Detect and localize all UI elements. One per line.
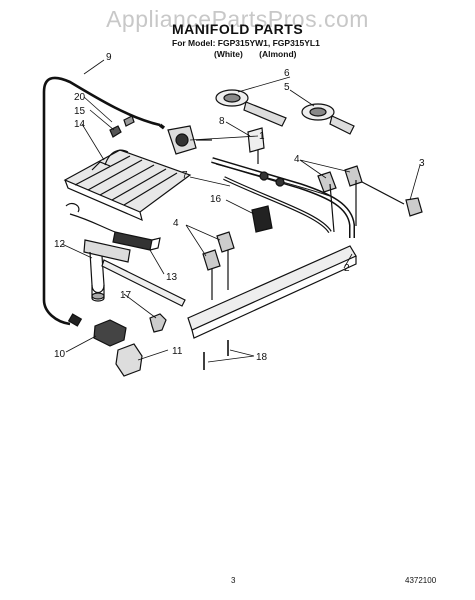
- callout-7: 7: [182, 170, 188, 181]
- callout-4-lower: 4: [173, 218, 179, 229]
- callout-3: 3: [419, 158, 425, 169]
- diagram-title: MANIFOLD PARTS: [172, 21, 304, 37]
- callout-20: 20: [74, 92, 86, 103]
- part-7-manifold: [211, 157, 355, 238]
- part-10-base: [93, 319, 127, 347]
- variant-almond: (Almond): [259, 49, 297, 59]
- part-9-fitting: [67, 313, 83, 327]
- part-strip-bracket: [101, 259, 186, 307]
- callout-1: 1: [259, 131, 265, 142]
- part-5-burner: [301, 103, 355, 135]
- document-number: 4372100: [405, 576, 437, 585]
- part-17-clip: [149, 313, 167, 333]
- variant-white: (White): [214, 49, 243, 59]
- part-20-insulator: [123, 115, 135, 127]
- part-4-orifice-lower: [202, 231, 235, 300]
- callout-15: 15: [74, 106, 86, 117]
- page-number: 3: [231, 576, 236, 585]
- color-variants: (White) (Almond): [214, 49, 310, 59]
- callout-2: 2: [344, 263, 350, 274]
- callout-4-upper: 4: [294, 154, 300, 165]
- callout-12: 12: [54, 239, 66, 250]
- part-8-bracket: [247, 127, 265, 153]
- callout-11: 11: [172, 346, 183, 357]
- part-3-fitting: [405, 197, 423, 217]
- callout-18: 18: [256, 352, 268, 363]
- callout-17: 17: [120, 290, 132, 301]
- callout-5: 5: [284, 82, 290, 93]
- part-16-regulator: [251, 205, 273, 233]
- callout-9: 9: [106, 52, 112, 63]
- callout-14: 14: [74, 119, 86, 130]
- part-9-gas-tube: [42, 76, 161, 326]
- part-4-orifice-upper: [317, 165, 363, 233]
- part-14-heat-shield: [63, 149, 192, 222]
- part-12-burner-venturi: [83, 239, 131, 302]
- part-6-burner: [215, 89, 287, 127]
- callout-16: 16: [210, 194, 222, 205]
- callout-10: 10: [54, 349, 66, 360]
- callout-8: 8: [219, 116, 225, 127]
- callout-6: 6: [284, 68, 290, 79]
- part-1-valve: [167, 125, 212, 155]
- part-11-bracket: [115, 343, 143, 377]
- model-subtitle: For Model: FGP315YW1, FGP315YL1: [172, 38, 320, 48]
- watermark-logo-text: AppliancePartsPros.com: [106, 6, 369, 32]
- callout-13: 13: [166, 272, 178, 283]
